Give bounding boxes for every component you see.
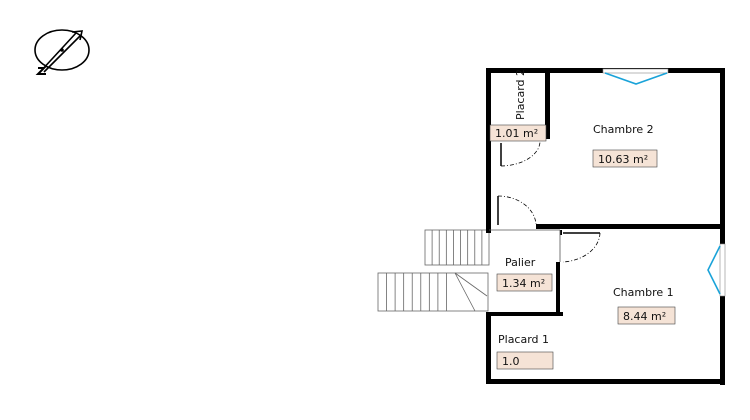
area-badge-chambre-1: 8.44 m² — [617, 306, 676, 325]
compass-icon — [34, 29, 90, 75]
svg-text:10.63 m²: 10.63 m² — [598, 153, 648, 166]
window-right — [707, 243, 726, 297]
room-name-placard-1: Placard 1 — [498, 333, 549, 346]
area-badge-palier: 1.34 m² — [496, 273, 553, 292]
room-name-chambre-1: Chambre 1 — [613, 286, 674, 299]
room-name-placard-2: Placard 2 — [514, 69, 527, 120]
room-name-palier: Palier — [505, 256, 536, 269]
palier-outline — [489, 229, 561, 262]
area-badge-placard-1: 1.0 — [496, 351, 554, 370]
window-top — [602, 68, 669, 85]
stairs-upper — [424, 229, 490, 266]
room-name-chambre-2: Chambre 2 — [593, 123, 654, 136]
svg-text:8.44 m²: 8.44 m² — [623, 310, 666, 323]
svg-text:1.01 m²: 1.01 m² — [495, 127, 538, 140]
svg-text:1.0: 1.0 — [502, 355, 520, 368]
area-badge-chambre-2: 10.63 m² — [592, 149, 658, 168]
doors — [497, 139, 601, 263]
area-badge-placard-2: 1.01 m² — [489, 124, 547, 142]
stairs-lower — [377, 272, 489, 312]
svg-text:1.34 m²: 1.34 m² — [502, 277, 545, 290]
